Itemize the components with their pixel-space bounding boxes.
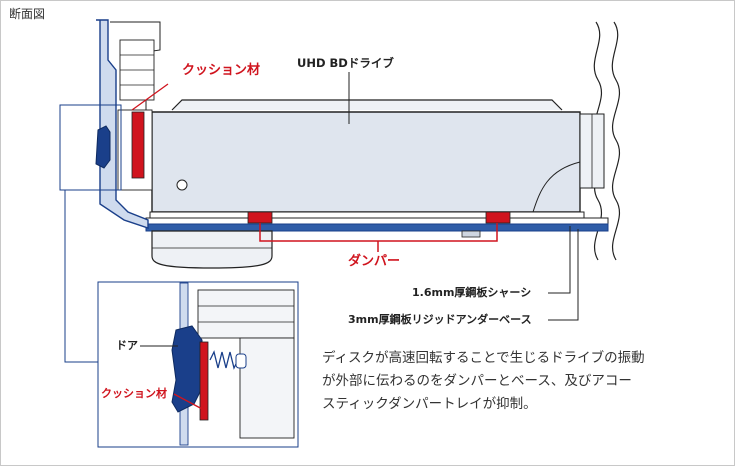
cushion-top-leader — [131, 83, 169, 111]
mount-bolt-right — [461, 230, 481, 238]
drive-screw — [176, 179, 188, 191]
cushion-inset-label: クッション材 — [101, 387, 167, 400]
damper-right — [485, 211, 511, 224]
description: ディスクが高速回転することで生じるドライブの振動 が外部に伝わるのをダンパーとベ… — [322, 347, 702, 416]
drive-mount-strip — [149, 211, 585, 219]
inset-door — [171, 325, 203, 413]
drive-label: UHD BDドライブ — [297, 56, 394, 70]
drive-top-rail — [171, 99, 563, 111]
inset-spring-cap — [235, 353, 247, 369]
break-line-right — [611, 21, 621, 261]
under-base-leader — [548, 229, 579, 321]
chassis-plate — [145, 217, 609, 225]
diagram-title: 断面図 — [9, 7, 46, 21]
cushion-top-label: クッション材 — [182, 63, 261, 78]
under-base-plate — [145, 223, 609, 232]
cushion-top — [131, 111, 145, 179]
door-shape — [95, 125, 111, 169]
description-line-2: が外部に伝わるのをダンパーとベース、及びアコー — [322, 373, 632, 389]
inset-spring — [209, 350, 239, 370]
inset-mech-bottom — [239, 337, 295, 439]
damper-label: ダンパー — [348, 254, 401, 269]
front-panel — [96, 19, 149, 229]
foot — [151, 230, 273, 269]
description-line-3: スティックダンパートレイが抑制。 — [322, 396, 537, 412]
damper-left — [247, 211, 273, 224]
inset-mech-top — [197, 289, 295, 339]
drive-curve — [532, 161, 581, 213]
description-line-1: ディスクが高速回転することで生じるドライブの振動 — [322, 350, 645, 366]
inset-cushion — [199, 341, 209, 421]
chassis-label: 1.6mm厚鋼板シャーシ — [412, 286, 532, 299]
detail-callout — [59, 104, 122, 191]
chassis-leader — [548, 226, 571, 294]
door-label: ドア — [116, 339, 138, 352]
under-base-label: 3mm厚鋼板リジッドアンダーベース — [348, 313, 532, 326]
drive-body — [151, 111, 581, 213]
detail-connector — [64, 190, 98, 363]
inset-cushion-leader — [173, 393, 205, 411]
